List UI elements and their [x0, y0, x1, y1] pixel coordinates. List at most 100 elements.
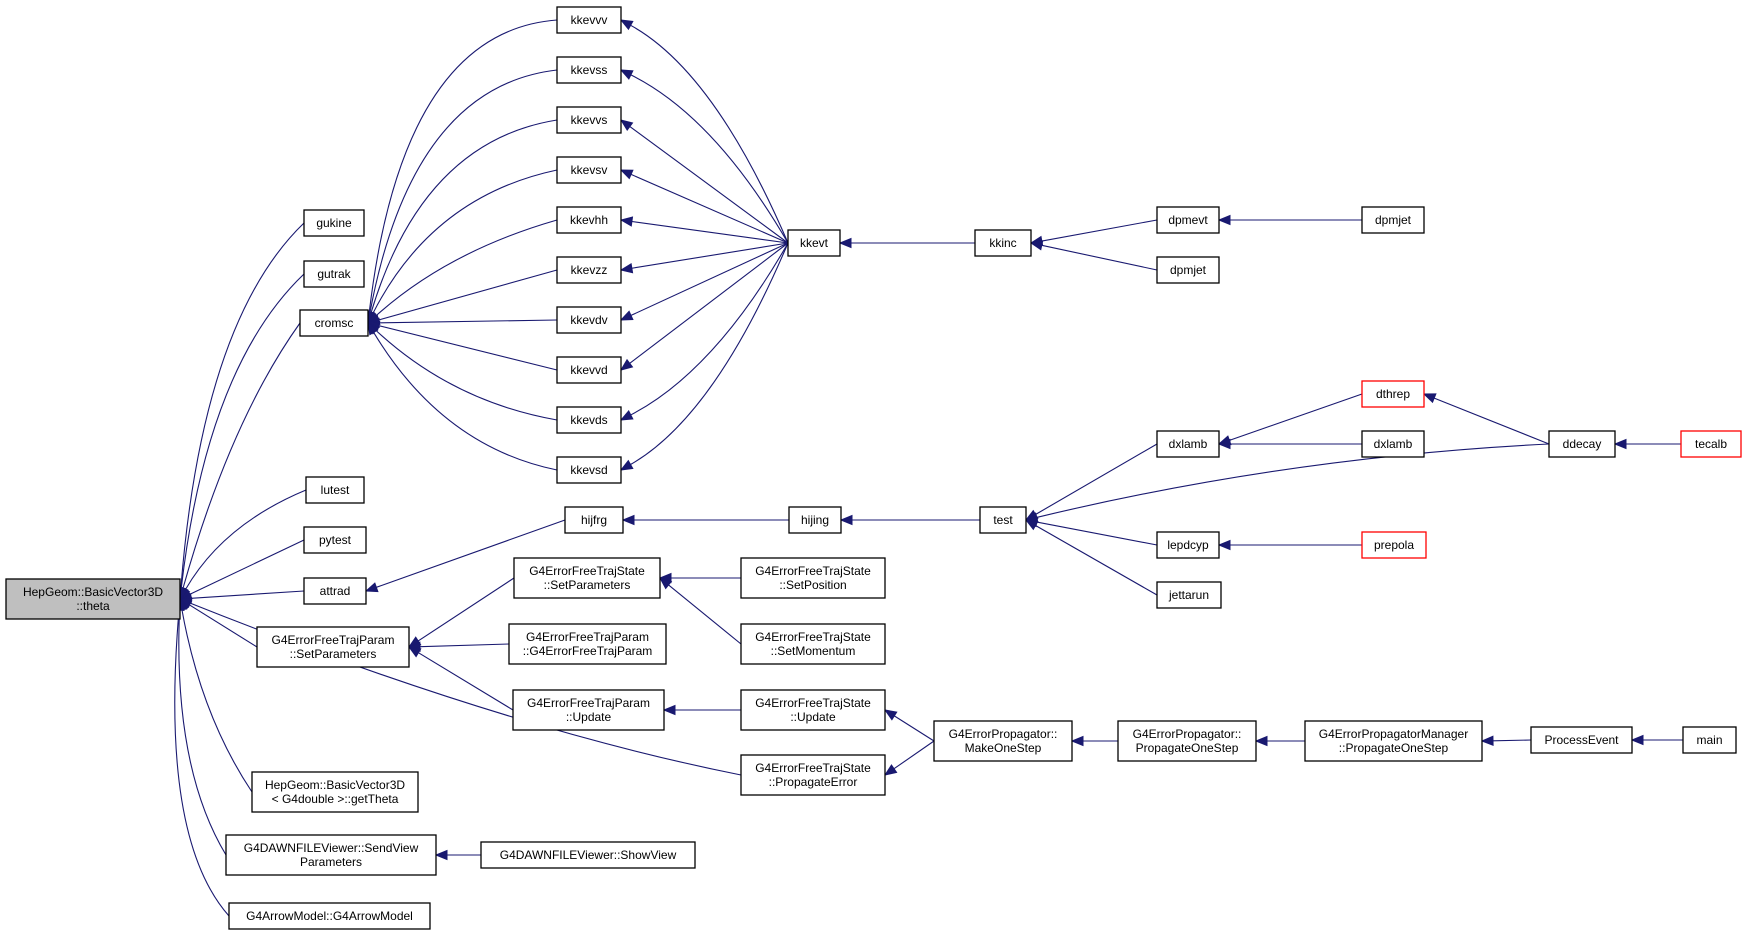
- node-hijfrg[interactable]: hijfrg: [564, 506, 624, 534]
- node-lutest[interactable]: lutest: [305, 476, 365, 504]
- arrowhead-icon: [619, 169, 634, 180]
- node-kkevdv[interactable]: kkevdv: [556, 306, 622, 334]
- node-box: [1156, 206, 1220, 234]
- node-box: [1361, 531, 1427, 559]
- arrowhead-icon: [1480, 735, 1494, 747]
- node-label: dxlamb: [1169, 437, 1208, 451]
- node-kkevsv[interactable]: kkevsv: [556, 156, 622, 184]
- edge-line: [372, 169, 558, 314]
- node-label: kkevvs: [571, 113, 608, 127]
- edge-prop_propone-to-prop_makeone: [1070, 735, 1118, 747]
- node-kkevsd[interactable]: kkevsd: [556, 456, 622, 484]
- edge-kkevt-to-kkevvd: [619, 242, 789, 371]
- edge-line: [629, 126, 789, 244]
- node-hijing[interactable]: hijing: [788, 506, 842, 534]
- edge-line: [378, 319, 558, 324]
- node-dthrep[interactable]: dthrep: [1361, 380, 1425, 408]
- node-gukine[interactable]: gukine: [303, 209, 365, 237]
- node-box: [1304, 720, 1483, 762]
- node-fts-update[interactable]: G4ErrorFreeTrajState::Update: [740, 689, 886, 731]
- node-dxlamb-a[interactable]: dxlamb: [1156, 430, 1220, 458]
- node-fts-setposition[interactable]: G4ErrorFreeTrajState::SetPosition: [740, 557, 886, 599]
- node-kkinc[interactable]: kkinc: [974, 229, 1032, 257]
- arrowhead-icon: [1422, 393, 1437, 404]
- node-mgr-propone[interactable]: G4ErrorPropagatorManager::PropagateOneSt…: [1304, 720, 1483, 762]
- node-test[interactable]: test: [979, 506, 1027, 534]
- node-prop-propone[interactable]: G4ErrorPropagator::PropagateOneStep: [1117, 720, 1257, 762]
- node-attrad[interactable]: attrad: [303, 577, 367, 605]
- node-label: Parameters: [300, 855, 362, 869]
- node-pytest[interactable]: pytest: [303, 526, 367, 554]
- arrowhead-icon: [619, 410, 634, 421]
- node-bv-gettheta[interactable]: HepGeom::BasicVector3D< G4double >::getT…: [251, 771, 419, 813]
- node-dpmjet-a[interactable]: dpmjet: [1361, 206, 1425, 234]
- node-label: kkinc: [989, 236, 1016, 250]
- edge-line: [368, 19, 558, 313]
- edge-kkevt-to-kkevvv: [619, 19, 789, 244]
- node-kkevzz[interactable]: kkevzz: [556, 256, 622, 284]
- node-kkevhh[interactable]: kkevhh: [556, 206, 622, 234]
- node-dpmevt[interactable]: dpmevt: [1156, 206, 1220, 234]
- node-fts-setmomentum[interactable]: G4ErrorFreeTrajState::SetMomentum: [740, 623, 886, 665]
- node-fts-setparams[interactable]: G4ErrorFreeTrajState::SetParameters: [513, 557, 661, 599]
- node-tecalb[interactable]: tecalb: [1680, 430, 1742, 458]
- node-lepdcyp[interactable]: lepdcyp: [1156, 531, 1220, 559]
- node-dpmjet-b[interactable]: dpmjet: [1156, 256, 1220, 284]
- node-arrow[interactable]: G4ArrowModel::G4ArrowModel: [228, 902, 431, 930]
- edge-line: [185, 489, 307, 590]
- node-cromsc[interactable]: cromsc: [299, 309, 369, 337]
- node-theta[interactable]: HepGeom::BasicVector3D::theta: [5, 578, 181, 620]
- node-jettarun[interactable]: jettarun: [1156, 581, 1222, 609]
- node-fp-ctor[interactable]: G4ErrorFreeTrajParam::G4ErrorFreeTrajPar…: [508, 623, 667, 665]
- arrowhead-icon: [619, 216, 634, 227]
- node-kkevds[interactable]: kkevds: [556, 406, 622, 434]
- node-gutrak[interactable]: gutrak: [303, 260, 365, 288]
- edge-line: [375, 219, 558, 317]
- node-prop-makeone[interactable]: G4ErrorPropagator::MakeOneStep: [933, 720, 1073, 762]
- edge-kkevzz-to-cromsc: [366, 269, 558, 325]
- node-ddecay[interactable]: ddecay: [1548, 430, 1616, 458]
- node-label: ::SetMomentum: [771, 644, 856, 658]
- node-label: gukine: [316, 216, 352, 230]
- node-label: ::theta: [76, 599, 110, 613]
- node-label: test: [993, 513, 1013, 527]
- node-fts-propagate[interactable]: G4ErrorFreeTrajState::PropagateError: [740, 754, 886, 796]
- node-fp-update[interactable]: G4ErrorFreeTrajParam::Update: [512, 689, 665, 731]
- node-box: [1530, 726, 1633, 754]
- node-kkevss[interactable]: kkevss: [556, 56, 622, 84]
- edge-fp_ctor-to-fp_setparams: [407, 641, 510, 652]
- edge-line: [189, 604, 258, 648]
- arrowhead-icon: [1254, 735, 1268, 747]
- edge-kkevhh-to-cromsc: [367, 219, 558, 324]
- node-box: [556, 56, 622, 84]
- edge-hijfrg-to-attrad: [364, 519, 566, 593]
- node-dxlamb-b[interactable]: dxlamb: [1361, 430, 1425, 458]
- node-label: pytest: [319, 533, 352, 547]
- edge-gukine-to-theta: [175, 222, 305, 601]
- node-label: kkevvv: [571, 13, 608, 27]
- edge-line: [418, 652, 514, 711]
- edge-line: [894, 715, 935, 742]
- arrowhead-icon: [619, 358, 634, 371]
- node-kkevvs[interactable]: kkevvs: [556, 106, 622, 134]
- node-label: HepGeom::BasicVector3D: [23, 585, 163, 599]
- node-box: [508, 623, 667, 665]
- edges-layer: [173, 19, 1683, 917]
- node-fp-setparams[interactable]: G4ErrorFreeTrajParam::SetParameters: [256, 626, 410, 668]
- edge-kkevt-to-kkevsd: [619, 242, 789, 471]
- node-processevent[interactable]: ProcessEvent: [1530, 726, 1633, 754]
- edge-hijing-to-hijfrg: [621, 514, 789, 526]
- node-dawn-show[interactable]: G4DAWNFILEViewer::ShowView: [480, 841, 696, 869]
- arrowhead-icon: [619, 19, 634, 31]
- node-label: < G4double >::getTheta: [272, 792, 399, 806]
- node-prepola[interactable]: prepola: [1361, 531, 1427, 559]
- node-box: [556, 6, 622, 34]
- node-kkevt[interactable]: kkevt: [787, 229, 841, 257]
- node-label: ::SetParameters: [544, 578, 631, 592]
- edge-line: [1492, 739, 1532, 742]
- arrowhead-icon: [1217, 539, 1231, 551]
- node-kkevvv[interactable]: kkevvv: [556, 6, 622, 34]
- node-kkevvd[interactable]: kkevvd: [556, 356, 622, 384]
- node-main[interactable]: main: [1682, 726, 1737, 754]
